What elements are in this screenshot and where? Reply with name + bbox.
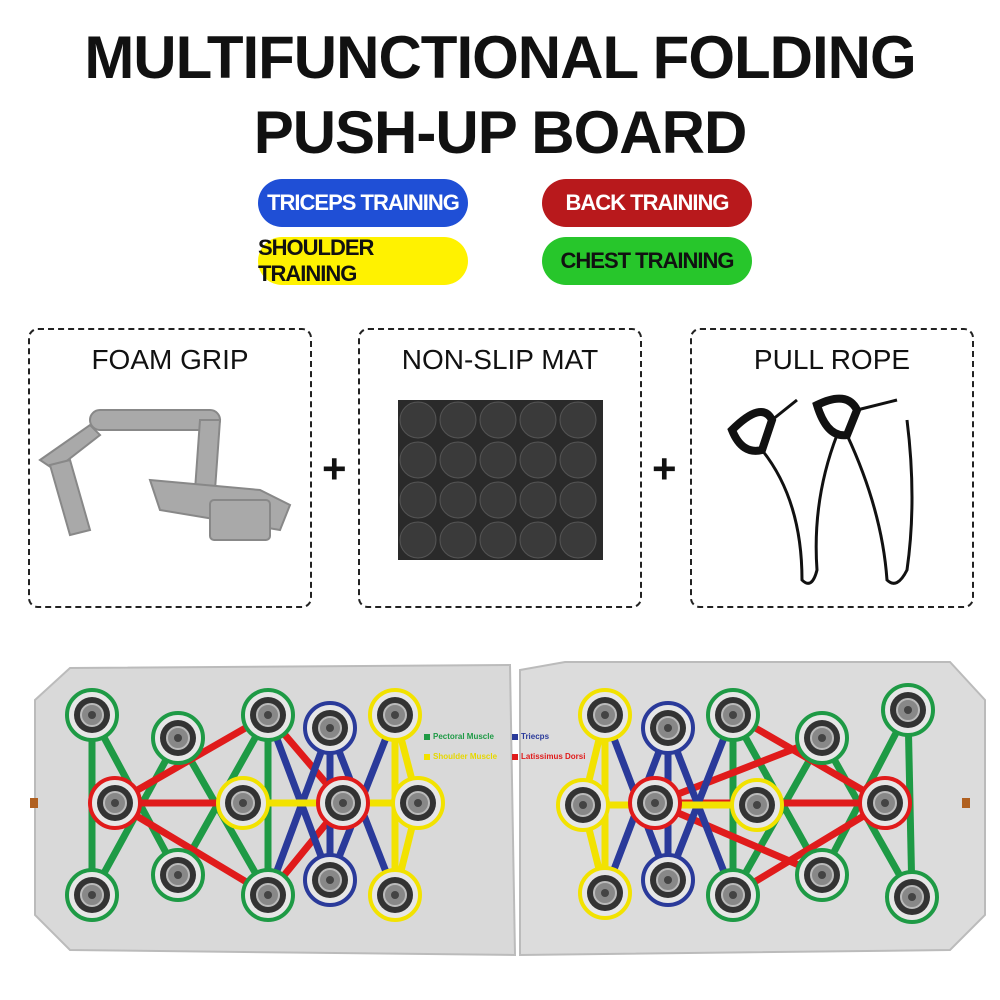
legend-triceps-label: Triecps	[521, 732, 550, 741]
mat-dot	[559, 481, 597, 519]
legend-pectoral-label: Pectoral Muscle	[433, 732, 494, 741]
mat-dot	[439, 441, 477, 479]
mat-dot	[479, 441, 517, 479]
pull-rope-panel: PULL ROPE	[690, 328, 974, 608]
right-grip-socket	[628, 776, 682, 830]
mat-dot	[479, 521, 517, 559]
legend-pectoral: Pectoral Muscle	[424, 732, 494, 741]
left-grip-socket	[391, 776, 445, 830]
mat-dot	[559, 441, 597, 479]
pull-rope-label: PULL ROPE	[753, 344, 911, 375]
badge-triceps: TRICEPS TRAINING	[258, 179, 468, 227]
legend-triceps: Triecps	[512, 732, 549, 741]
right-red-line	[731, 800, 887, 898]
right-grip-socket	[881, 683, 935, 737]
badge-chest: CHEST TRAINING	[542, 237, 752, 285]
mat-dot	[519, 441, 557, 479]
mat-dot	[559, 521, 597, 559]
left-grip-socket	[241, 868, 295, 922]
right-hinge-clip	[962, 798, 970, 808]
right-blue-line	[664, 726, 737, 897]
left-grip-socket	[151, 848, 205, 902]
right-grip-socket	[795, 711, 849, 765]
left-hinge-clip	[30, 798, 38, 808]
non-slip-mat-label: NON-SLIP MAT	[401, 344, 599, 375]
right-grip-socket	[706, 868, 760, 922]
mat-dot	[519, 481, 557, 519]
foam-grip-panel: FOAM GRIP	[28, 328, 312, 608]
left-grip-socket	[216, 776, 270, 830]
right-grip-socket	[730, 778, 784, 832]
foam-grip-image	[38, 409, 292, 541]
left-red-line	[113, 800, 270, 898]
left-grip-socket	[316, 776, 370, 830]
right-grip-socket	[706, 688, 760, 742]
non-slip-mat-image	[398, 400, 603, 560]
right-grip-socket	[641, 701, 695, 755]
mat-dot	[399, 441, 437, 479]
mat-dot	[559, 401, 597, 439]
right-grip-socket	[858, 776, 912, 830]
right-grip-socket	[578, 688, 632, 742]
left-blue-line	[264, 726, 334, 897]
right-red-line	[653, 799, 824, 879]
pull-rope-image	[727, 394, 914, 585]
non-slip-mat-panel: NON-SLIP MAT	[358, 328, 642, 608]
title-line-1: MULTIFUNCTIONAL FOLDING	[84, 24, 916, 91]
left-grip-socket	[241, 688, 295, 742]
left-grip-socket	[368, 868, 422, 922]
mat-dot	[519, 401, 557, 439]
right-grip-socket	[556, 778, 610, 832]
left-grip-socket	[303, 701, 357, 755]
plus-sign-2: +	[652, 445, 677, 492]
mat-dot	[439, 521, 477, 559]
left-grip-socket	[88, 776, 142, 830]
left-grip-socket	[65, 688, 119, 742]
left-grip-socket	[151, 711, 205, 765]
legend-shoulder: Shoulder Muscle	[424, 752, 497, 761]
mat-dot	[439, 481, 477, 519]
mat-dot	[519, 521, 557, 559]
right-grip-socket	[885, 870, 939, 924]
mat-dot	[399, 521, 437, 559]
left-blue-line	[264, 713, 334, 882]
mat-dot	[479, 481, 517, 519]
left-grip-socket	[65, 868, 119, 922]
left-grip-socket	[368, 688, 422, 742]
mat-dot	[399, 401, 437, 439]
legend-latissimus: Latissimus Dorsi	[512, 752, 585, 761]
legend-shoulder-label: Shoulder Muscle	[433, 752, 498, 761]
right-red-line	[653, 734, 824, 807]
badge-shoulder: SHOULDER TRAINING	[258, 235, 468, 286]
mat-dot	[479, 401, 517, 439]
right-grip-socket	[578, 866, 632, 920]
left-grip-socket	[303, 853, 357, 907]
right-blue-line	[664, 713, 737, 882]
badge-back: BACK TRAINING	[542, 179, 752, 227]
legend-latissimus-label: Latissimus Dorsi	[521, 752, 586, 761]
mat-dot	[399, 481, 437, 519]
title-line-2: PUSH-UP BOARD	[253, 99, 748, 166]
right-grip-socket	[641, 853, 695, 907]
foam-grip-label: FOAM GRIP	[91, 344, 249, 375]
right-grip-socket	[795, 848, 849, 902]
mat-dot	[439, 401, 477, 439]
plus-sign-1: +	[322, 445, 347, 492]
